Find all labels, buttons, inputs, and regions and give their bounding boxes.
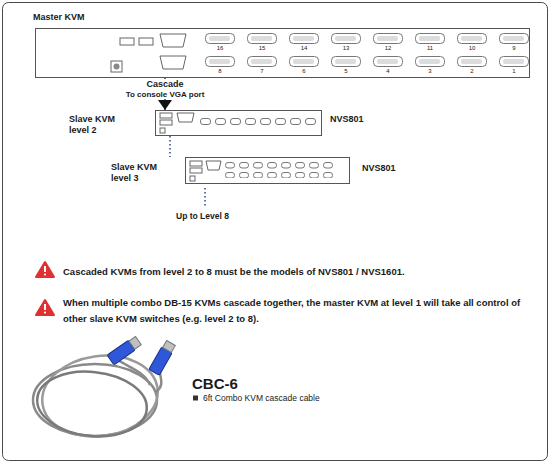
power-pin	[114, 64, 120, 70]
port-note: To console VGA port	[115, 90, 215, 99]
warning-dot	[44, 273, 46, 275]
port-number: 13	[336, 45, 356, 52]
part-description: 6ft Combo KVM cascade cable	[203, 393, 403, 403]
usb-port	[139, 38, 153, 45]
port-number: 10	[462, 45, 482, 52]
console-vga-port	[177, 113, 194, 122]
outer-frame	[3, 3, 548, 461]
port-number: 12	[378, 45, 398, 52]
warning-note: When multiple combo DB-15 KVMs cascade t…	[63, 295, 521, 327]
warning-mark	[44, 266, 46, 272]
warning-dot	[44, 311, 46, 313]
warning-note: Cascaded KVMs from level 2 to 8 must be …	[63, 264, 533, 280]
vga-port-row	[200, 118, 316, 126]
port-number: 16	[210, 45, 230, 52]
power-socket	[190, 176, 195, 181]
warning-mark	[44, 304, 46, 310]
power-socket	[160, 128, 165, 133]
port-number: 6	[294, 68, 314, 75]
usb-port	[160, 120, 172, 125]
model-name: NVS801	[362, 163, 412, 174]
model-name: NVS801	[330, 114, 380, 125]
dotted-leader	[204, 188, 206, 206]
cable-loop	[34, 366, 150, 441]
bullet-square	[193, 396, 198, 401]
master-kvm-box: Master KVM	[35, 28, 530, 78]
port-number: 8	[210, 68, 230, 75]
vga-port-row	[205, 33, 529, 67]
dotted-link	[169, 136, 171, 157]
console-vga-port	[160, 34, 186, 47]
port-number: 4	[378, 68, 398, 75]
plug-head	[163, 340, 176, 352]
edge-label: Cascade	[135, 79, 195, 90]
port-number: 5	[336, 68, 356, 75]
cable-end	[118, 360, 150, 385]
port-number: 1	[504, 68, 524, 75]
device-heading: Master KVM	[33, 12, 153, 23]
port-number: 3	[420, 68, 440, 75]
port-number: 2	[462, 68, 482, 75]
continuation-note: Up to Level 8	[176, 211, 266, 221]
port-number: 9	[504, 45, 524, 52]
port-number: 15	[252, 45, 272, 52]
port-number: 7	[252, 68, 272, 75]
console-vga-port	[206, 161, 221, 170]
port-number: 11	[420, 45, 440, 52]
plug-head	[129, 336, 141, 349]
usb-port	[120, 38, 134, 45]
warning-icon	[36, 300, 54, 315]
usb-port	[160, 113, 172, 118]
part-number: CBC-6	[192, 375, 312, 392]
slave-kvm-box: Slave KVM level 3NVS801	[185, 157, 350, 184]
usb-port	[190, 168, 202, 173]
usb-port	[190, 161, 202, 166]
vga-port-row	[225, 162, 333, 178]
slave-kvm-box: Slave KVM level 2NVS801	[155, 110, 322, 136]
device-heading: Slave KVM level 2	[69, 114, 131, 136]
cascade-vga-port	[160, 56, 186, 69]
power-socket	[111, 61, 122, 72]
device-heading: Slave KVM level 3	[111, 162, 173, 184]
warning-icon	[36, 262, 54, 277]
port-number: 14	[294, 45, 314, 52]
